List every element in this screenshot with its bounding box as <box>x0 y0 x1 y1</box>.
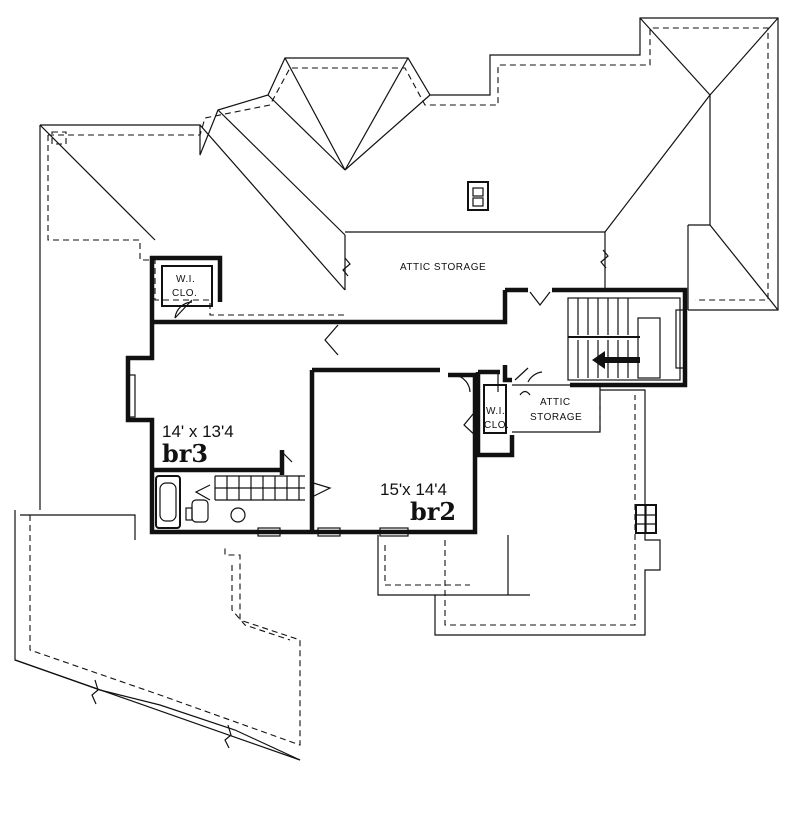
wic-left-label-line1: W.I. <box>176 274 195 285</box>
attic-storage-right-label-line1: ATTIC <box>540 397 571 408</box>
wic-right-label-line1: W.I. <box>486 406 505 417</box>
chimney-top <box>467 181 489 211</box>
side-chimney <box>635 504 657 534</box>
bottom-windows <box>257 527 409 537</box>
attic-storage-top-label: ATTIC STORAGE <box>400 262 486 273</box>
wic-left-label-line2: CLO. <box>172 288 197 299</box>
br3-room-name: br3 <box>162 439 208 468</box>
bath-tile-grid <box>214 475 305 501</box>
br3-dimensions: 14' x 13'4 <box>162 422 234 441</box>
stair-treads <box>568 298 685 379</box>
exterior-walls <box>125 255 688 535</box>
roof-outline <box>14 17 779 761</box>
br2-dimensions: 15'x 14'4 <box>380 480 447 499</box>
wic-right-label-line2: CLO. <box>484 420 509 431</box>
stair-direction-arrow <box>592 351 640 369</box>
bath-fixtures <box>155 451 332 529</box>
br2-room-name: br2 <box>410 497 456 526</box>
attic-storage-right-label-line2: STORAGE <box>530 412 582 423</box>
roof-vent <box>51 131 67 145</box>
interior-details <box>91 249 685 749</box>
